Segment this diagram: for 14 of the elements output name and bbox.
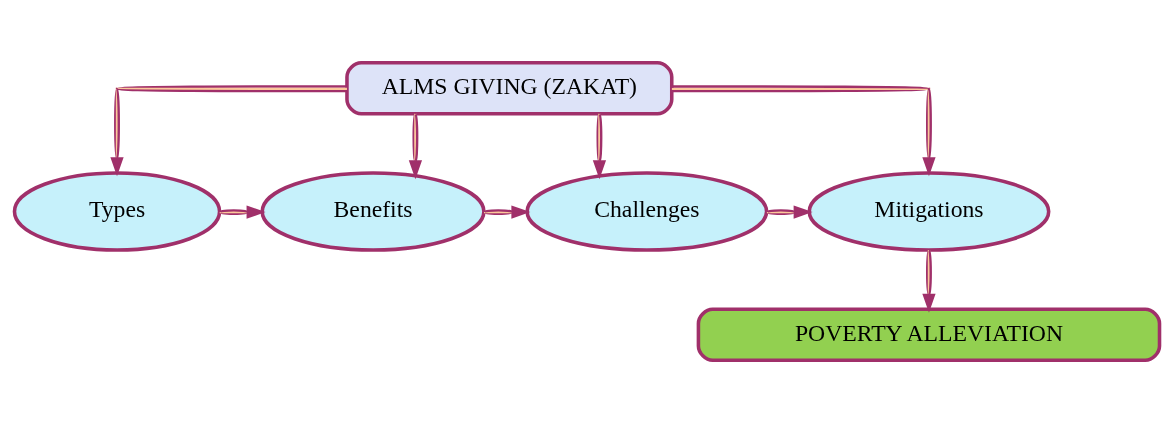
arrow <box>110 85 347 177</box>
arrow <box>408 113 423 180</box>
arrow <box>922 249 936 313</box>
node-ellipse: Benefits <box>260 171 486 252</box>
node-ellipse: Mitigations <box>807 171 1051 252</box>
arrow <box>592 113 607 180</box>
arrow <box>671 85 936 177</box>
arrow <box>219 205 266 219</box>
node-ellipse: Challenges <box>525 171 769 252</box>
node-ellipse: Types <box>12 171 222 252</box>
arrow <box>766 205 813 219</box>
node-box: POVERTY ALLEVIATION <box>696 307 1162 363</box>
node-box: ALMS GIVING (ZAKAT) <box>345 60 674 116</box>
arrow <box>483 205 531 219</box>
